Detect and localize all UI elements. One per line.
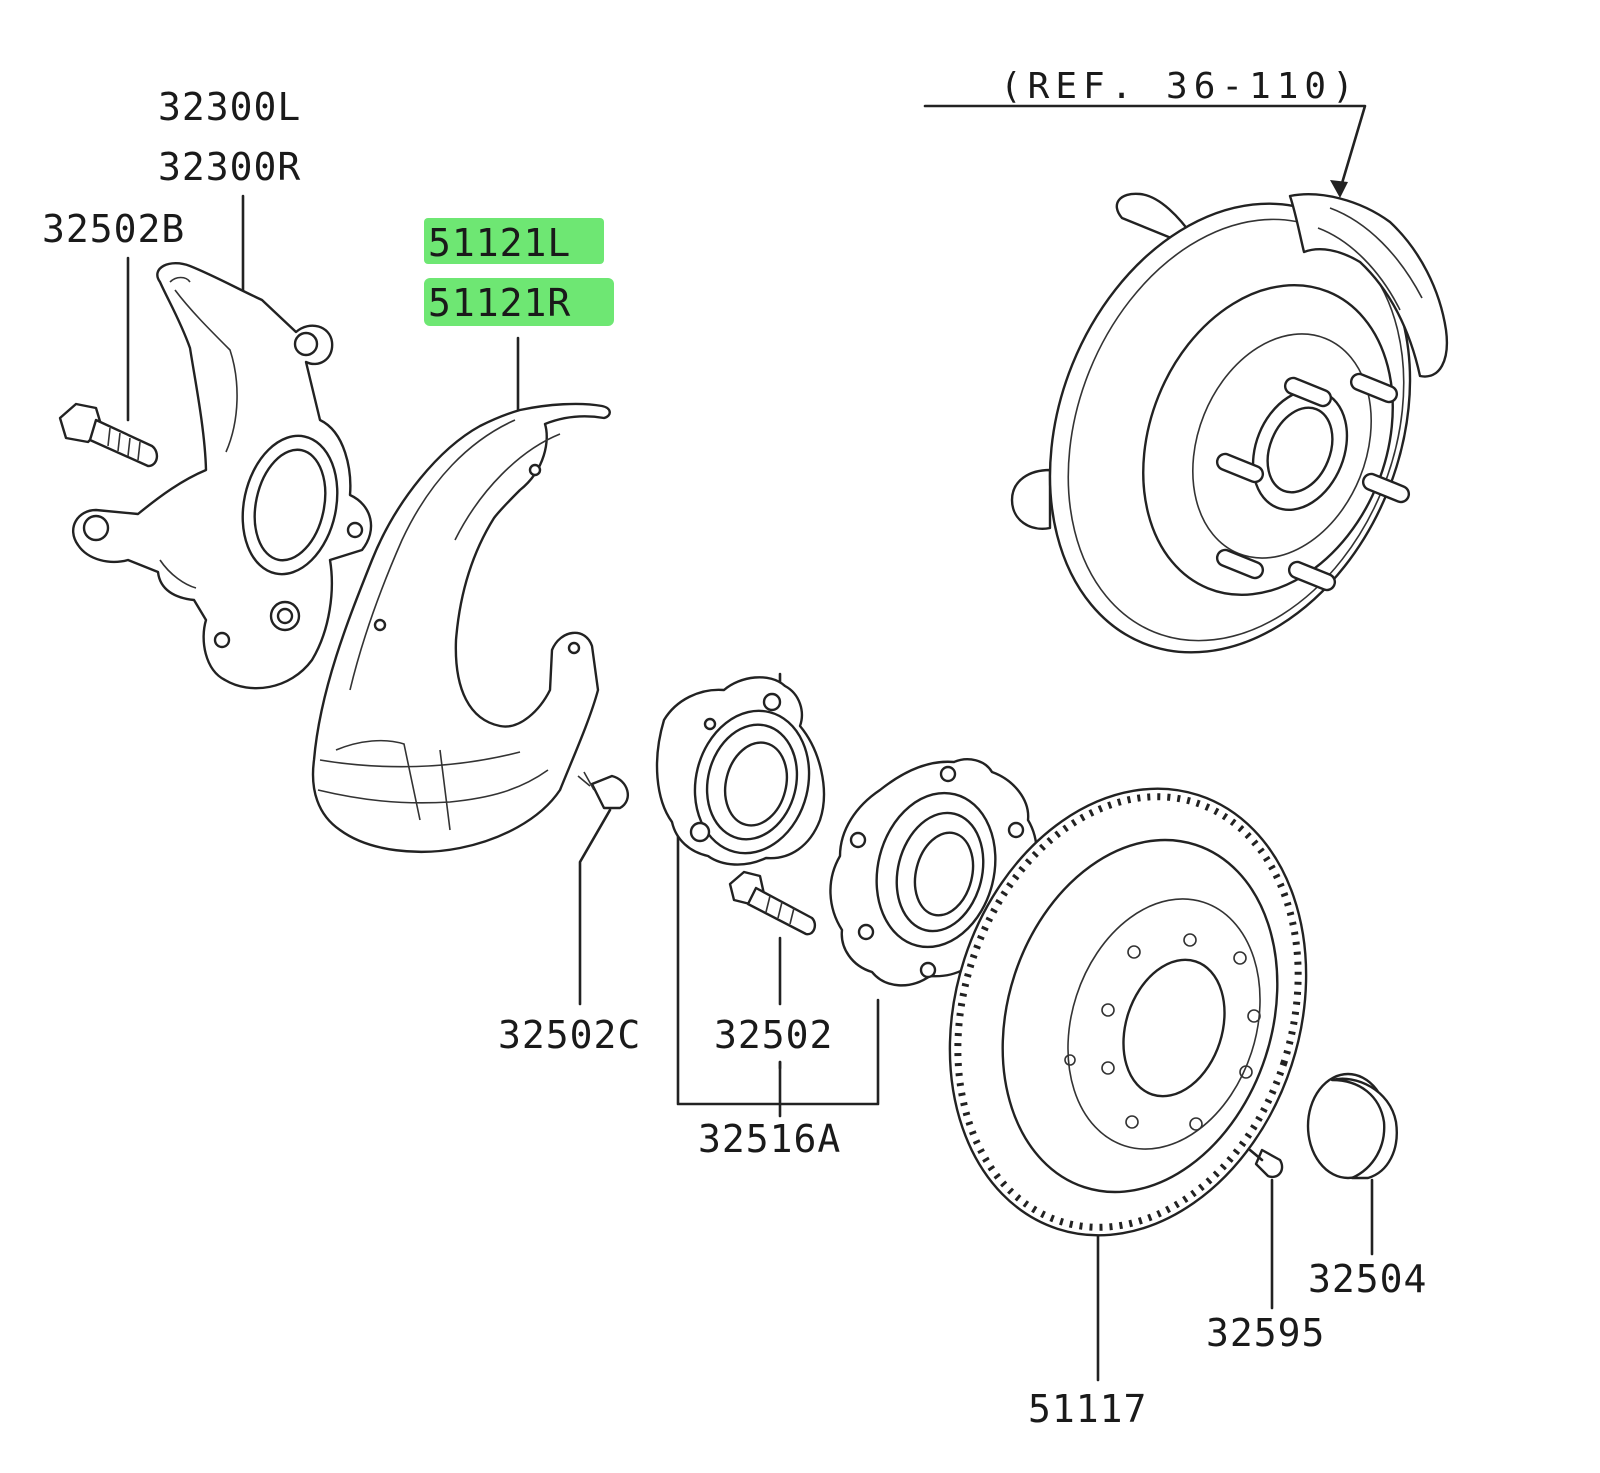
dust-shield [311,402,611,853]
disc-screw [1248,1148,1284,1179]
label-32300R[interactable]: 32300R [158,145,301,189]
wheel-studs [1215,372,1411,592]
label-51121L[interactable]: 51121L [428,221,571,265]
brake-disc [948,787,1308,1237]
label-32516A[interactable]: 32516A [698,1117,841,1161]
disc-holes [1064,933,1261,1131]
hub-cap [1306,1072,1398,1180]
knuckle-bolt [58,402,159,468]
label-32595[interactable]: 32595 [1206,1311,1325,1355]
label-32502C[interactable]: 32502C [498,1013,641,1057]
label-32300L[interactable]: 32300L [158,85,301,129]
reference-label[interactable]: (REF. 36-110) [1000,66,1360,107]
label-51121R[interactable]: 51121R [428,281,571,325]
label-51117[interactable]: 51117 [1028,1387,1147,1431]
highlight-51121L [424,218,604,264]
assembled-hub-disc [1010,192,1449,654]
highlight-51121R [424,278,614,326]
label-32504[interactable]: 32504 [1308,1257,1427,1301]
hub-bearing [655,676,826,866]
shield-screw [577,771,630,810]
label-32502B[interactable]: 32502B [42,207,185,251]
hub-bolt [728,870,817,936]
label-32502[interactable]: 32502 [714,1013,833,1057]
steering-knuckle [72,261,373,690]
